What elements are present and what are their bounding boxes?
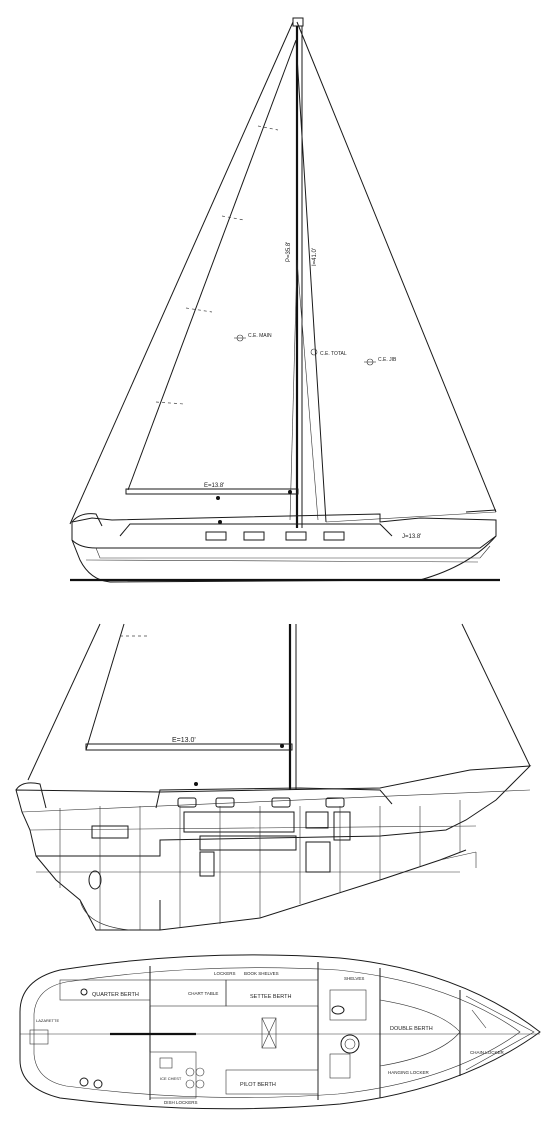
portlight [215,797,235,808]
i-dimension-label: I=41.0' [312,248,318,266]
mainsail-leech [85,623,125,751]
jib-leech [295,39,327,523]
ce-jib-label: C.E. JIB [378,357,397,363]
table [261,1017,277,1049]
pilot-berth-label: PILOT BERTH [240,1082,276,1088]
portlight [323,531,345,541]
ce-main-label: C.E. MAIN [248,333,272,339]
toilet [331,1005,345,1015]
stern-pulpit [71,513,103,527]
cabin-trunk [119,523,393,537]
portlight [271,797,291,808]
stern-pulpit [15,782,47,809]
propeller-aperture [88,870,102,890]
backstay [69,21,294,525]
chart-table-label: CHART TABLE [188,991,218,996]
inboard-profile: E=13.0' [15,623,532,931]
ice-chest-label: ICE CHEST [160,1076,182,1081]
quarter-berth-label: QUARTER BERTH [92,992,139,998]
boom [125,488,299,495]
deck-line [33,967,521,1098]
forestay [296,21,497,513]
mast-step [340,1034,360,1054]
lazarette-label: LAZARETTE [36,1018,59,1023]
cabin-trunk [155,787,393,809]
mainsail-leech [127,39,297,491]
station-lines [36,800,461,930]
e-dimension-label: E=13.8' [204,483,224,489]
portlight [205,531,227,541]
settee-berth [225,979,319,1007]
e-dimension-label: E=13.0' [172,737,196,744]
forestay [461,623,531,767]
hanging-locker-label: HANGING LOCKER [388,1070,430,1075]
hull-section-outline [15,765,532,857]
chain-locker [465,995,535,1071]
portlight [177,797,197,808]
boom [85,743,293,751]
ce-total-symbol: C.E. TOTAL [310,348,347,357]
ce-total-label: C.E. TOTAL [320,351,347,357]
accommodation-plan: QUARTER BERTH CHART TABLE SETTEE BERTH B… [19,954,541,1110]
head-compartment [329,989,367,1021]
bow-pulpit [465,509,497,513]
quarter-berth [59,979,151,1001]
portlight [325,797,345,808]
hanging-locker [305,841,331,873]
lockers-label: LOCKERS [214,971,236,976]
ce-main-symbol: C.E. MAIN [234,333,272,342]
sink [159,1057,173,1069]
pilot-berth [225,1069,319,1095]
galley [149,1051,197,1099]
portlight [243,531,265,541]
shelves-label: SHELVES [344,976,364,981]
hull-plan-outline [19,954,541,1110]
sail-plan-profile: P=35.8' I=41.0' C.E. MAIN C.E. TOTAL C.E… [69,17,500,583]
settee-berth-label: SETTEE BERTH [250,994,291,1000]
v-berth [379,999,461,1067]
head [333,811,351,841]
companionway-ladder [199,851,215,877]
winch [93,1079,103,1089]
galley-cabinets [183,811,295,833]
lazarette-hatch [29,1029,49,1045]
p-dimension-label: P=35.8' [286,242,292,262]
keel-underbody [35,849,467,931]
double-berth-label: DOUBLE BERTH [390,1026,433,1032]
book-shelves-label: BOOK SHELVES [244,971,279,976]
chain-locker-label: CHAIN LOCKER [470,1050,505,1055]
stove-burner [185,1067,195,1077]
hanging-locker [329,1053,351,1079]
j-dimension-label: J=13.8' [402,534,421,540]
boot-stripe [85,559,479,563]
portlight [285,531,307,541]
winch [79,1077,89,1087]
settee [199,835,297,851]
dish-lockers-label: DISH LOCKERS [164,1100,198,1105]
hull-underbody [71,535,497,583]
backstay [27,623,101,781]
ce-jib-symbol: C.E. JIB [364,357,397,366]
jib-foot [325,511,497,523]
hull-deck-profile [71,513,497,549]
